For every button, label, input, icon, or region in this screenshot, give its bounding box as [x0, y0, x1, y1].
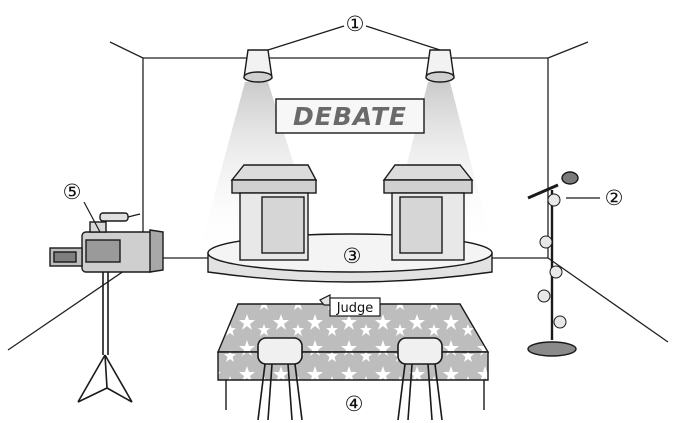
debate-banner: DEBATE — [275, 98, 425, 134]
video-camera — [49, 212, 164, 273]
judge-sign-text: Judge — [336, 301, 374, 316]
callout-1: ① — [346, 12, 365, 36]
callout-3: ③ — [343, 244, 362, 268]
banner-text: DEBATE — [293, 102, 407, 131]
spotlight-left — [243, 49, 273, 83]
callout-5: ⑤ — [63, 180, 82, 204]
callout-4: ④ — [345, 392, 364, 416]
callout-leaders — [83, 25, 600, 233]
judge-sign: Judge — [319, 294, 381, 317]
chair-right — [397, 337, 443, 421]
microphone-stand — [527, 171, 579, 357]
flower-decorations — [537, 193, 567, 329]
chair-left — [257, 337, 303, 421]
podium-right — [382, 164, 474, 261]
callout-2: ② — [605, 186, 624, 210]
spotlight-right — [425, 49, 455, 83]
podium-left — [230, 164, 318, 261]
camera-tripod — [77, 272, 133, 403]
